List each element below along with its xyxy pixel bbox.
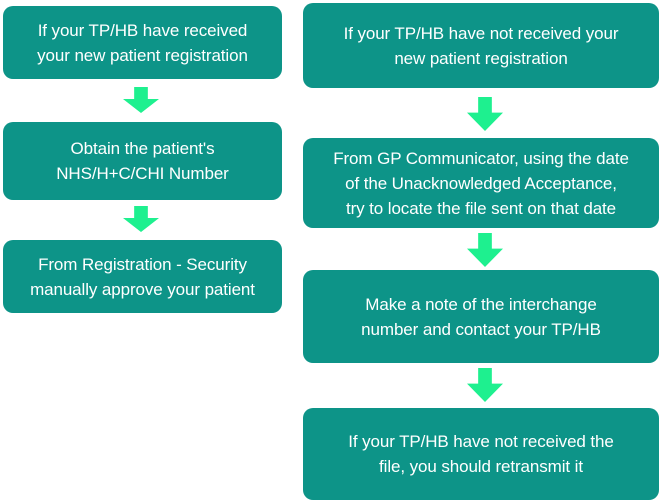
flow-step-locate-file-gp-communicator: From GP Communicator, using the date of … xyxy=(303,138,659,228)
flow-step-obtain-nhs-number: Obtain the patient's NHS/H+C/CHI Number xyxy=(3,122,282,200)
flow-step-label: From Registration - Security manually ap… xyxy=(30,254,255,299)
flow-step-label: Make a note of the interchange number an… xyxy=(361,294,601,339)
flow-step-label: If your TP/HB have received your new pat… xyxy=(37,20,248,65)
down-arrow-icon xyxy=(467,368,503,402)
down-arrow-icon xyxy=(467,233,503,267)
flow-step-label: Obtain the patient's NHS/H+C/CHI Number xyxy=(56,139,229,183)
down-arrow-icon xyxy=(123,206,159,232)
flow-step-not-received-registration: If your TP/HB have not received your new… xyxy=(303,3,659,88)
down-arrow-icon xyxy=(123,87,159,113)
flow-step-received-registration: If your TP/HB have received your new pat… xyxy=(3,6,282,79)
flow-step-label: If your TP/HB have not received the file… xyxy=(348,432,614,476)
flow-step-manually-approve-patient: From Registration - Security manually ap… xyxy=(3,240,282,313)
flow-step-note-interchange-number: Make a note of the interchange number an… xyxy=(303,270,659,363)
down-arrow-icon xyxy=(467,97,503,131)
flow-step-retransmit-file: If your TP/HB have not received the file… xyxy=(303,408,659,500)
flow-step-label: If your TP/HB have not received your new… xyxy=(343,23,619,68)
flow-step-label: From GP Communicator, using the date of … xyxy=(333,148,629,218)
